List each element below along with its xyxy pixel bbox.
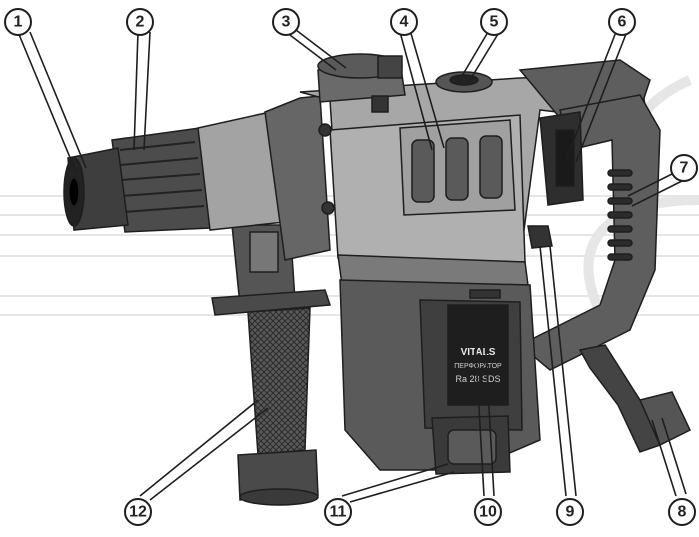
callout-6: 6 [608, 8, 636, 36]
callout-12: 12 [124, 498, 152, 526]
callout-1: 1 [4, 8, 32, 36]
chuck-assembly [63, 111, 286, 233]
callout-3: 3 [272, 8, 300, 36]
callout-leaders [17, 29, 687, 503]
callout-2: 2 [126, 8, 154, 36]
vent-slots [411, 135, 503, 203]
mode-selector-knob [317, 53, 406, 113]
callout-8: 8 [668, 498, 696, 526]
label-brand: VITALS [461, 347, 496, 358]
main-housing [264, 59, 651, 286]
callout-number: 9 [566, 504, 575, 521]
callout-7: 7 [670, 154, 698, 182]
callout-4: 4 [390, 8, 418, 36]
label-line1: ПЕРФОРАТОР [454, 363, 502, 370]
callout-9: 9 [556, 498, 584, 526]
callout-10: 10 [474, 498, 502, 526]
callout-number: 10 [479, 504, 497, 521]
callout-number: 7 [680, 160, 689, 177]
callout-number: 5 [490, 14, 499, 31]
callout-number: 3 [282, 14, 291, 31]
power-cord [578, 344, 691, 453]
callout-number: 6 [618, 14, 627, 31]
callout-number: 2 [136, 14, 145, 31]
callout-5: 5 [480, 8, 508, 36]
side-handle [211, 224, 332, 506]
callout-11: 11 [324, 498, 352, 526]
callout-number: 8 [678, 504, 687, 521]
callout-number: 1 [14, 14, 23, 31]
callout-number: 12 [129, 504, 147, 521]
top-cap [435, 71, 493, 93]
callout-number: 4 [400, 14, 409, 31]
callout-number: 11 [330, 504, 347, 521]
callout-markers: 1 2 3 4 5 6 7 8 [4, 8, 698, 526]
rear-handle [518, 94, 661, 371]
